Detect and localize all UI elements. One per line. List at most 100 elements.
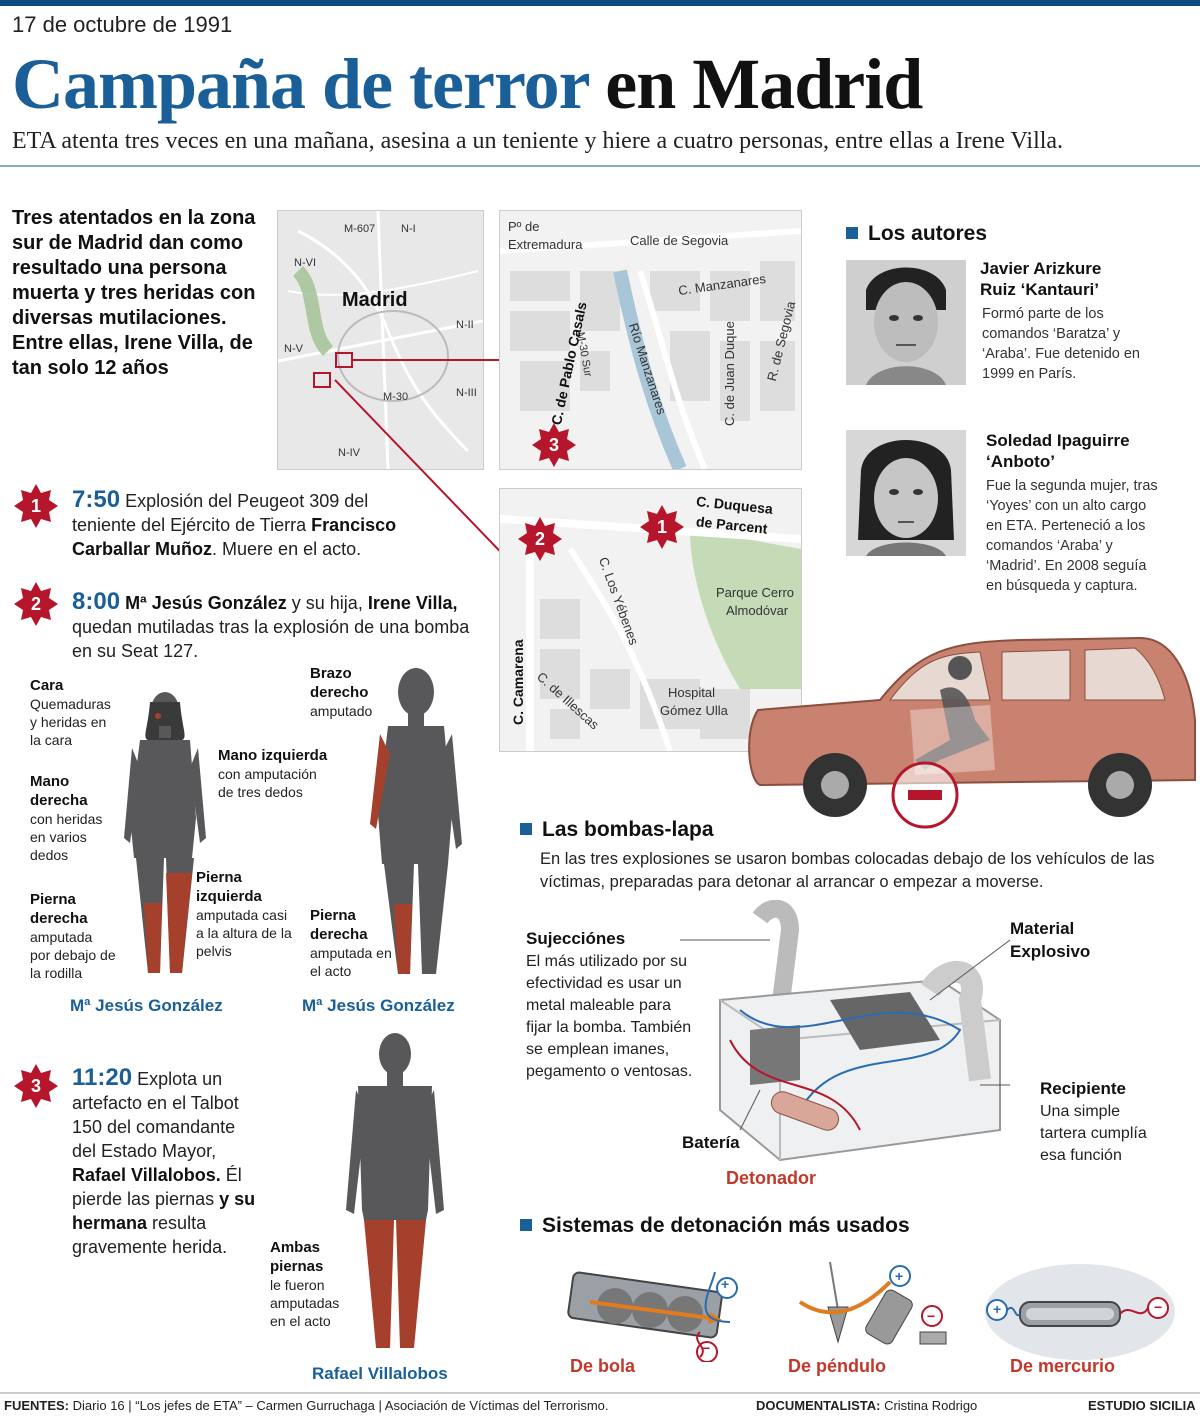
injury-title: Pierna izquierda (196, 869, 262, 905)
map-streets (500, 228, 801, 469)
intro-text: Tres atentados en la zona sur de Madrid … (12, 207, 256, 379)
author-photo-kantauri (846, 260, 966, 385)
event-badge-3: 3 (14, 1064, 58, 1108)
victim-name: Francisco Carballar Muñoz (72, 515, 397, 559)
event-3-text: 11:20 Explota un artefacto en el Talbot … (72, 1066, 262, 1259)
injury-title: Mano derecha (30, 773, 88, 809)
detonator-mercury-illustration (985, 1264, 1175, 1360)
body-figure-2 (370, 668, 462, 974)
map-label: N-I (401, 223, 416, 235)
map-label: M-607 (344, 223, 376, 235)
section-title: Los autores (868, 222, 988, 245)
event-text: Él pierde las piernas (72, 1165, 242, 1209)
street-label: C. de Juan Duque (722, 321, 737, 426)
author-desc: Formó parte de los comandos ‘Baratza’ y … (982, 306, 1140, 382)
figure-caption: Mª Jesús González (70, 996, 223, 1015)
author-name: Soledad Ipaguirre ‘Anboto’ (986, 431, 1130, 471)
map-label: N-IV (338, 447, 360, 459)
event-number: 2 (30, 594, 41, 614)
hospital-label: Hospital (668, 685, 715, 700)
title-part-blue: Campaña de terror (12, 44, 589, 124)
event-time: 7:50 (72, 486, 121, 513)
body-figure-3 (346, 1033, 444, 1348)
label-title: Material Explosivo (1010, 919, 1091, 961)
bomb-diagram (680, 900, 1011, 1162)
attack-marker-1: 1 (640, 505, 684, 549)
footer-documentalista: DOCUMENTALISTA: Cristina Rodrigo (756, 1395, 977, 1417)
marker-number: 3 (548, 435, 559, 455)
event-number: 1 (30, 496, 41, 516)
top-bar (0, 0, 1200, 6)
author-photo-anboto (846, 430, 966, 556)
victim-name: Mª Jesús González (125, 593, 287, 613)
plus-icon: + (721, 1276, 730, 1292)
marker-number: 1 (656, 517, 667, 537)
material-explosivo-label: Material Explosivo (1010, 918, 1130, 964)
figure-caption: Rafael Villalobos (312, 1364, 448, 1383)
minus-icon: − (927, 1308, 936, 1324)
footer-sources: FUENTES: Diario 16 | “Los jefes de ETA” … (4, 1395, 609, 1417)
event-badge-1: 1 (14, 484, 58, 528)
map-city-label: Madrid (342, 289, 408, 311)
park-label: Parque Cerro (716, 585, 795, 600)
author-desc: Fue la segunda mujer, tras ‘Yoyes’ con u… (986, 478, 1158, 594)
map-detail-attacks-1-2: C. Duquesa de Parcent C. Camarena C. Los… (499, 488, 802, 752)
attack-marker-3: 3 (532, 423, 576, 467)
park-label: Almodóvar (726, 603, 789, 618)
label-title: Recipiente (1040, 1079, 1126, 1098)
footer-text: Cristina Rodrigo (884, 1398, 978, 1413)
street-label: Pº de (508, 219, 540, 234)
car-illustration (748, 636, 1196, 829)
event-badge-2: 2 (14, 582, 58, 626)
event-1-text: 7:50 Explosión del Peugeot 309 del tenie… (72, 488, 432, 561)
marker-number: 2 (534, 529, 545, 549)
street-label: Extremadura (508, 237, 583, 252)
hospital-label: Gómez Ulla (660, 703, 728, 718)
minus-icon: − (702, 1340, 711, 1356)
label-desc: Una simple tartera cumplía esa función (1040, 1103, 1147, 1164)
footer-label: DOCUMENTALISTA: (756, 1398, 881, 1413)
detonator-ball-illustration (567, 1271, 738, 1362)
detonation-type-mercurio: De mercurio (1010, 1356, 1116, 1376)
injury-desc: amputada por debajo de la rodilla (30, 929, 116, 981)
bateria-label: Batería (682, 1132, 740, 1155)
plus-icon: + (895, 1268, 904, 1284)
footer-label: FUENTES: (4, 1398, 69, 1413)
label-title: Sujecciónes (526, 929, 626, 948)
attack-marker-2: 2 (518, 517, 562, 561)
label-desc: El más utilizado por su efectividad es u… (526, 953, 693, 1080)
header-rule (0, 165, 1200, 167)
sujeciones-label: Sujecciónes El más utilizado por su efect… (526, 928, 696, 1083)
detonation-type-bola: De bola (570, 1356, 636, 1376)
event-time: 11:20 (72, 1064, 133, 1091)
map-detail-attack-3: Pº de Extremadura Calle de Segovia C. Ma… (499, 210, 802, 470)
detonador-label: Detonador (726, 1168, 816, 1188)
section-title: Las bombas-lapa (542, 818, 714, 841)
section-square-icon (846, 227, 858, 239)
footer: FUENTES: Diario 16 | “Los jefes de ETA” … (0, 1392, 1200, 1419)
event-text: y su hija, (286, 593, 368, 613)
page-title: Campaña de terror en Madrid (12, 44, 923, 124)
detonation-type-pendulo: De péndulo (788, 1356, 886, 1376)
event-text: Explosión del Peugeot 309 del teniente d… (72, 491, 369, 535)
title-part-black: en Madrid (605, 44, 923, 124)
plus-icon: + (993, 1301, 1002, 1317)
injury-desc: le fueron amputadas en el acto (270, 1277, 340, 1329)
injury-desc: amputada casi a la altura de la pelvis (196, 907, 292, 959)
victim-name: Rafael Villalobos. (72, 1165, 221, 1185)
minus-icon: − (1154, 1299, 1163, 1315)
bombs-heading: Las bombas-lapa (520, 818, 714, 842)
event-number: 3 (30, 1076, 41, 1096)
injury-title: Pierna derecha (310, 907, 368, 943)
date: 17 de octubre de 1991 (12, 12, 233, 37)
victim-name: y su hermana (72, 1189, 256, 1233)
injury-desc: amputada en el acto (310, 945, 392, 979)
